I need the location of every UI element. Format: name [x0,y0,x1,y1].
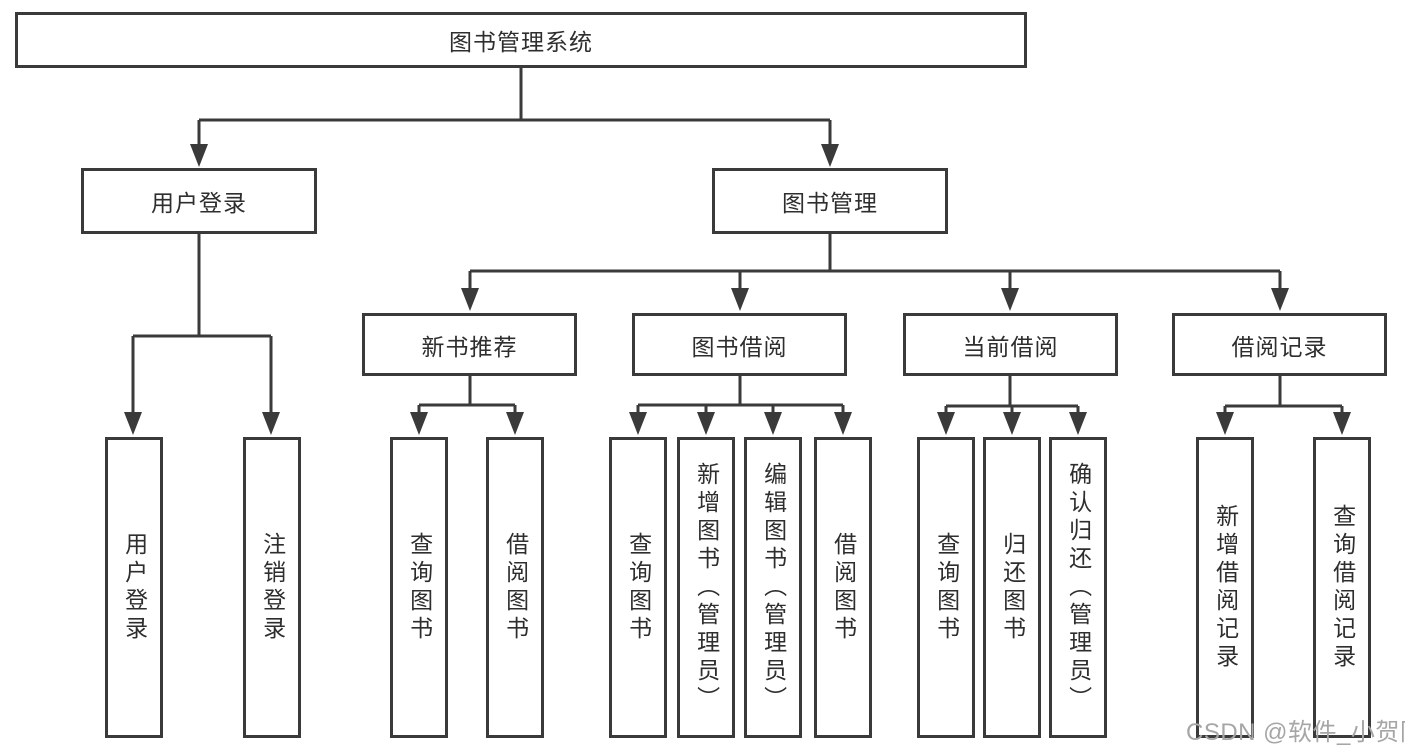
node-label: 当前借阅 [962,333,1059,360]
leaf-query-borrow-record: 查询借阅记录 [1313,437,1371,738]
leaf-query-books-recommend: 查询图书 [390,437,448,738]
node-book-borrowing: 图书借阅 [632,313,847,376]
leaf-label: 新增图书（管理员） [693,461,720,714]
leaf-label: 编辑图书（管理员） [760,461,787,714]
leaf-user-login: 用户登录 [105,437,163,738]
leaf-add-book-admin: 新增图书（管理员） [677,437,735,738]
leaf-query-books-borrowing: 查询图书 [609,437,667,738]
node-label: 用户登录 [151,190,247,216]
leaf-label: 查询图书 [625,531,652,644]
leaf-query-books-current: 查询图书 [917,437,975,738]
leaf-label: 借阅图书 [830,531,857,644]
leaf-label: 借阅图书 [502,531,529,644]
leaf-edit-book-admin: 编辑图书（管理员） [744,437,802,738]
leaf-return-books: 归还图书 [983,437,1041,738]
leaf-add-borrow-record: 新增借阅记录 [1196,437,1254,738]
node-current-borrowing: 当前借阅 [903,313,1118,376]
node-label: 图书管理系统 [449,29,593,55]
leaf-label: 确认归还（管理员） [1065,461,1092,714]
leaf-label: 查询图书 [406,531,433,644]
node-label: 新书推荐 [421,333,518,360]
leaf-borrow-books-recommend: 借阅图书 [486,437,544,738]
node-borrowing-records: 借阅记录 [1172,313,1387,376]
leaf-label: 新增借阅记录 [1212,503,1239,672]
node-label: 图书借阅 [691,333,788,360]
node-label: 借阅记录 [1231,333,1328,360]
node-new-book-recommendation: 新书推荐 [362,313,577,376]
leaf-label: 注销登录 [259,531,286,644]
watermark-csdn: CSDN @软件_小贺同学 [1186,719,1405,746]
leaf-label: 归还图书 [999,531,1026,644]
node-library-management-system: 图书管理系统 [15,12,1027,68]
leaf-label: 用户登录 [121,531,148,644]
leaf-label: 查询借阅记录 [1329,503,1356,672]
node-book-management: 图书管理 [712,168,948,234]
node-user-login: 用户登录 [81,168,317,234]
leaf-logout: 注销登录 [243,437,301,738]
node-label: 图书管理 [782,190,878,216]
leaf-borrow-books: 借阅图书 [814,437,872,738]
leaf-confirm-return-admin: 确认归还（管理员） [1049,437,1107,738]
leaf-label: 查询图书 [933,531,960,644]
